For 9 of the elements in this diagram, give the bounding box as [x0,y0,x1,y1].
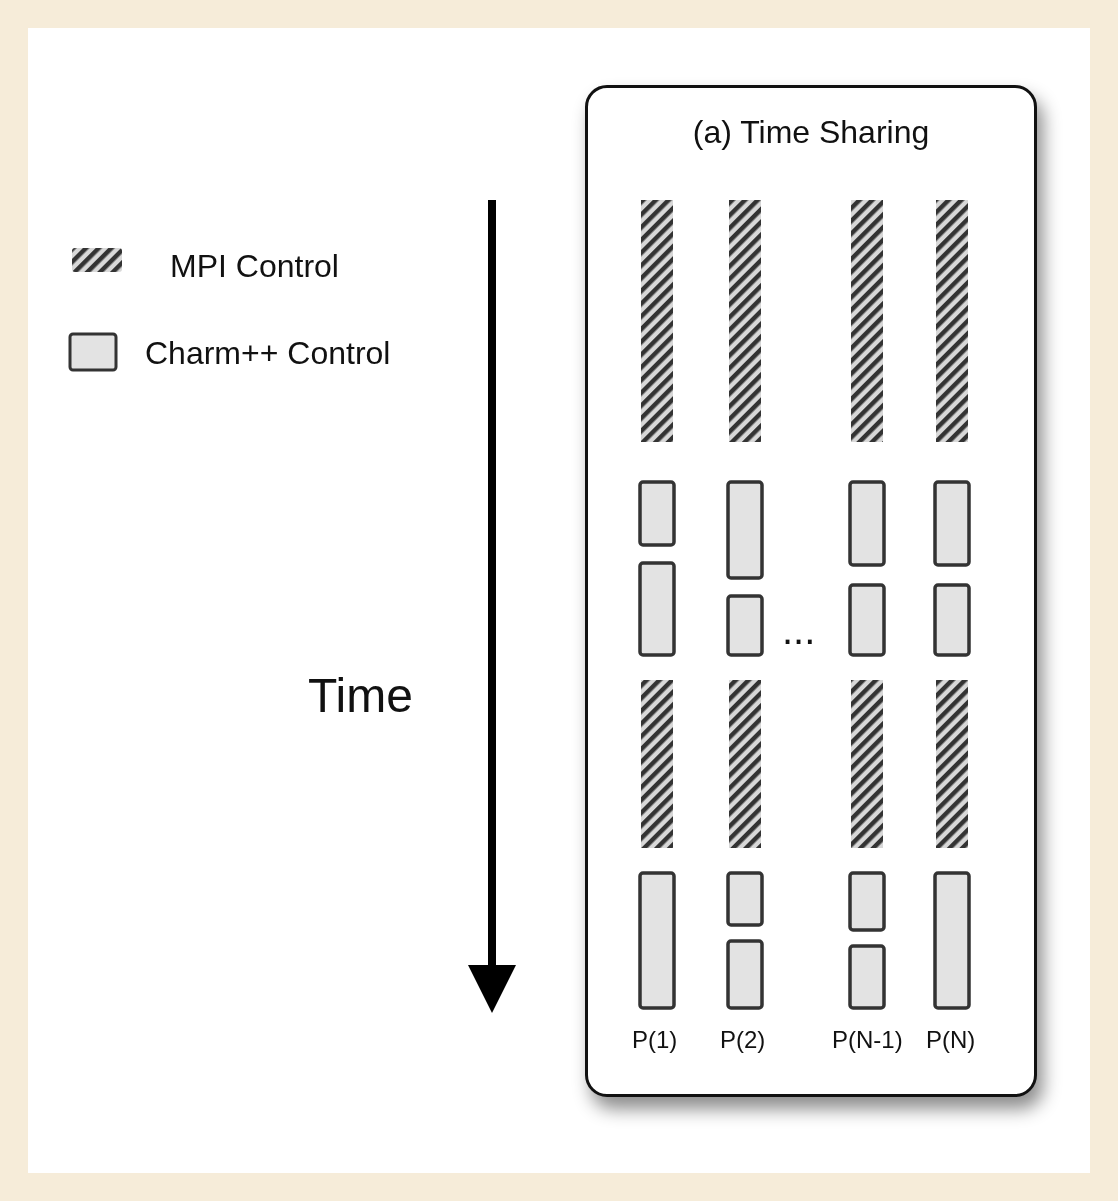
panel-title: (a) Time Sharing [691,114,931,151]
ellipsis: ... [782,608,816,653]
legend-label: MPI Control [170,248,339,285]
process-label: P(2) [720,1026,766,1054]
axis-label: Time [308,668,413,723]
legend-label: Charm++ Control [145,335,391,372]
process-label: P(N) [926,1026,976,1054]
process-label: P(N-1) [832,1026,903,1054]
process-label: P(1) [632,1026,678,1054]
